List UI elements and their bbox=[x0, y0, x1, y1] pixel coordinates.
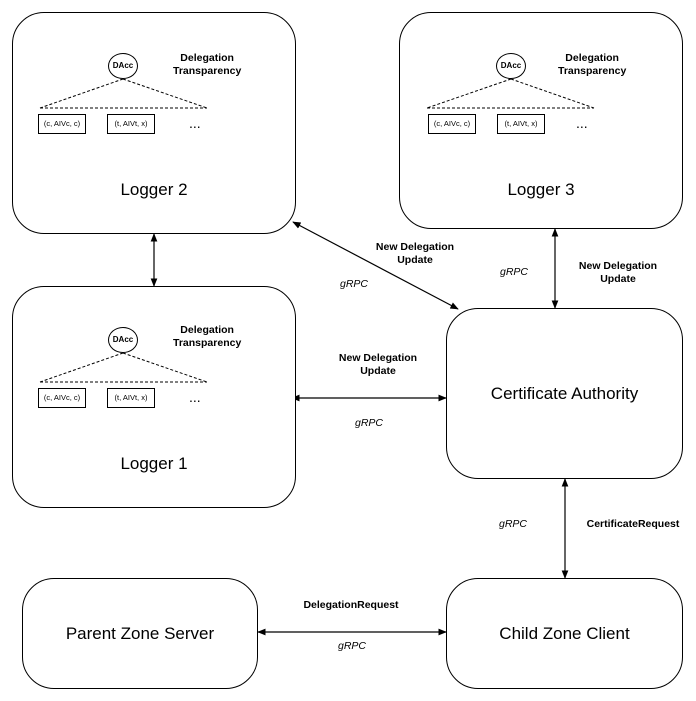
tree-description-line1: Delegation bbox=[180, 324, 234, 336]
logger-title: Logger 2 bbox=[120, 180, 188, 199]
tree-ellipsis: ... bbox=[189, 389, 201, 405]
tree-root-node: DAcc bbox=[496, 53, 526, 79]
edge-label-parent-child: DelegationRequest bbox=[303, 599, 399, 611]
tree-ellipsis: ... bbox=[576, 115, 588, 131]
edge-protocol-ca-child: gRPC bbox=[498, 518, 527, 530]
edge-protocol-logger2-ca: gRPC bbox=[339, 278, 368, 290]
tree-root-node: DAcc bbox=[108, 53, 138, 79]
tree-leaf: (c, AIVc, c) bbox=[38, 388, 86, 408]
certificate-authority-title: Certificate Authority bbox=[490, 384, 639, 403]
tree-description: Delegation Transparency bbox=[173, 52, 241, 78]
tree-edges bbox=[39, 78, 208, 109]
tree-ellipsis: ... bbox=[189, 115, 201, 131]
logger1-box[interactable]: DAcc Delegation Transparency (c, AIVc, c… bbox=[12, 286, 296, 508]
parent-zone-server-box[interactable]: Parent Zone Server bbox=[22, 578, 258, 689]
logger2-box[interactable]: DAcc Delegation Transparency (c, AIVc, c… bbox=[12, 12, 296, 234]
tree-description-line1: Delegation bbox=[180, 52, 234, 64]
certificate-authority-box[interactable]: Certificate Authority bbox=[446, 308, 683, 479]
edge-label-ca-child: CertificateRequest bbox=[586, 518, 680, 530]
tree-description-line2: Transparency bbox=[173, 337, 242, 349]
tree-description: Delegation Transparency bbox=[173, 324, 241, 350]
tree-leaf: (t, AIVt, x) bbox=[497, 114, 545, 134]
edge-logger2-ca bbox=[292, 221, 459, 310]
tree-edges bbox=[39, 352, 208, 383]
child-zone-client-title: Child Zone Client bbox=[499, 624, 630, 643]
parent-zone-server-title: Parent Zone Server bbox=[65, 624, 215, 643]
tree-leaf: (t, AIVt, x) bbox=[107, 114, 155, 134]
tree-leaf: (t, AIVt, x) bbox=[107, 388, 155, 408]
tree-edges bbox=[426, 78, 595, 109]
logger-title: Logger 3 bbox=[507, 180, 575, 199]
tree-description-line2: Transparency bbox=[173, 65, 242, 77]
tree-description: Delegation Transparency bbox=[558, 52, 626, 78]
tree-root-node: DAcc bbox=[108, 327, 138, 353]
logger3-box[interactable]: DAcc Delegation Transparency (c, AIVc, c… bbox=[399, 12, 683, 229]
child-zone-client-box[interactable]: Child Zone Client bbox=[446, 578, 683, 689]
logger-title: Logger 1 bbox=[120, 454, 188, 473]
tree-description-line1: Delegation bbox=[565, 52, 619, 64]
tree-leaf: (c, AIVc, c) bbox=[38, 114, 86, 134]
tree-description-line2: Transparency bbox=[558, 65, 627, 77]
tree-leaf: (c, AIVc, c) bbox=[428, 114, 476, 134]
edge-protocol-logger3-ca: gRPC bbox=[499, 266, 528, 278]
edge-protocol-logger1-ca: gRPC bbox=[354, 417, 383, 429]
edge-protocol-parent-child: gRPC bbox=[337, 640, 366, 652]
